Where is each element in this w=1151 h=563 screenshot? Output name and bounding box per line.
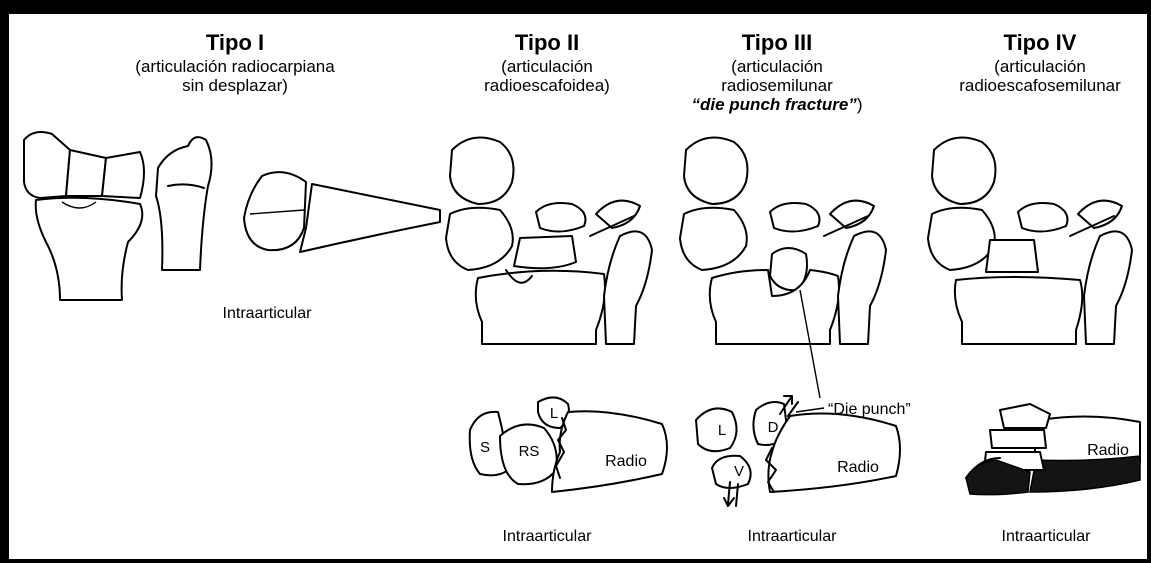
tipo-4-scaphoid-pa xyxy=(932,138,996,205)
tipo-1-radius-lateral xyxy=(156,137,212,270)
tipo-4-capitate-pa xyxy=(928,208,995,270)
tipo-2-lunate-pa xyxy=(536,203,586,232)
tipo-3-subtitle-tail: ) xyxy=(857,95,863,114)
tipo-3-lateral-lunate xyxy=(696,408,737,451)
tipo-3-lateral-volar-fragment xyxy=(712,456,751,488)
tipo-3-label-l: L xyxy=(718,422,726,439)
tipo-4-subtitle-line-1: (articulación xyxy=(994,57,1086,76)
tipo-4-fragment-mid xyxy=(990,430,1046,448)
tipo-4-triquetrum-pa xyxy=(1078,201,1122,228)
tipo-2-subtitle-line-1: (articulación xyxy=(501,57,593,76)
tipo-2-ulna-pa xyxy=(604,231,652,344)
tipo-4-lateral-shadow xyxy=(1030,456,1140,492)
tipo-3-label-d: D xyxy=(768,419,779,436)
tipo-2-label-l: L xyxy=(550,405,558,422)
tipo-2-label-radio: Radio xyxy=(605,453,647,470)
tipo-2-panel: Tipo II (articulación radioescafoidea) L… xyxy=(446,30,667,545)
tipo-2-lateral-radius xyxy=(552,411,667,492)
tipo-3-scaphoid-pa xyxy=(684,138,748,205)
tipo-3-subtitle-italic: “die punch fracture” xyxy=(692,95,858,114)
tipo-3-subtitle-line-1: (articulación xyxy=(731,57,823,76)
tipo-3-caption: Intraarticular xyxy=(748,528,838,545)
tipo-2-capitate-pa xyxy=(446,208,513,270)
tipo-4-label-radio: Radio xyxy=(1087,442,1129,459)
tipo-3-subtitle-line-3: “die punch fracture”) xyxy=(692,95,863,114)
tipo-1-radius-shaft-lateral xyxy=(300,184,440,252)
tipo-1-title: Tipo I xyxy=(206,30,264,55)
tipo-4-radius-pa xyxy=(955,277,1082,344)
tipo-1-panel: Tipo I (articulación radiocarpiana sin d… xyxy=(24,30,440,322)
tipo-2-hamate-pa xyxy=(514,236,576,268)
tipo-1-radius-pa xyxy=(36,198,143,300)
tipo-4-caption: Intraarticular xyxy=(1002,528,1092,545)
tipo-3-die-punch-leader xyxy=(796,408,824,412)
tipo-3-label-radio: Radio xyxy=(837,459,879,476)
tipo-1-subtitle-line-1: (articulación radiocarpiana xyxy=(135,57,335,76)
tipo-4-title: Tipo IV xyxy=(1004,30,1077,55)
tipo-3-lateral-radius xyxy=(768,414,900,492)
tipo-3-lunate-pa xyxy=(770,203,820,232)
tipo-2-scaphoid-pa xyxy=(450,138,514,205)
tipo-1-lunate xyxy=(66,150,106,196)
tipo-3-subtitle-line-2: radiosemilunar xyxy=(721,76,833,95)
tipo-4-subtitle-line-2: radioescafosemilunar xyxy=(959,76,1121,95)
tipo-2-caption: Intraarticular xyxy=(503,528,593,545)
tipo-3-die-punch-annotation: “Die punch” xyxy=(828,401,911,418)
tipo-2-subtitle-line-2: radioescafoidea) xyxy=(484,76,610,95)
tipo-4-panel: Tipo IV (articulación radioescafosemilun… xyxy=(928,30,1140,545)
tipo-2-title: Tipo II xyxy=(515,30,579,55)
tipo-4-lunate-pa xyxy=(1018,203,1068,232)
tipo-4-fragment-top xyxy=(1000,404,1050,428)
tipo-1-scaphoid xyxy=(24,132,70,198)
tipo-3-title: Tipo III xyxy=(742,30,812,55)
tipo-3-ulna-pa xyxy=(838,231,886,344)
tipo-4-ulna-pa xyxy=(1084,231,1132,344)
tipo-1-triquetrum xyxy=(102,152,144,198)
tipo-4-central-fragment xyxy=(986,240,1038,272)
tipo-2-label-s: S xyxy=(480,439,490,456)
tipo-2-radius-pa xyxy=(476,271,605,344)
tipo-1-caption: Intraarticular xyxy=(223,305,313,322)
tipo-3-label-v: V xyxy=(734,463,744,480)
tipo-3-capitate-pa xyxy=(680,208,747,270)
tipo-2-label-rs: RS xyxy=(519,443,540,460)
tipo-3-panel: Tipo III (articulación radiosemilunar “d… xyxy=(680,30,911,545)
tipo-1-subtitle-line-2: sin desplazar) xyxy=(182,76,288,95)
